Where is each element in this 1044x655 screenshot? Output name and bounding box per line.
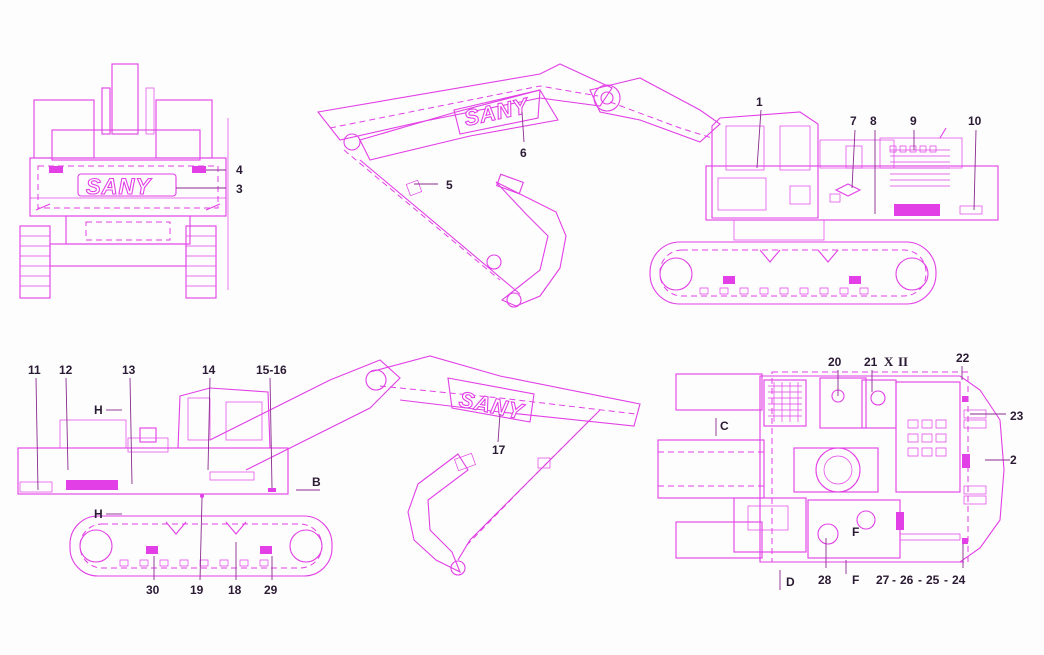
callout-17: 17 xyxy=(492,443,506,457)
view-label-ii: II xyxy=(898,354,908,369)
view-f-inside: F xyxy=(852,525,859,539)
callout-30: 30 xyxy=(146,583,160,597)
leader-lines xyxy=(35,109,1010,590)
callout-23: 23 xyxy=(1010,409,1024,423)
front-sany-logo: SANY xyxy=(86,174,152,199)
view-c: C xyxy=(720,419,729,433)
front-view: SANY xyxy=(19,63,229,299)
callout-13: 13 xyxy=(122,363,136,377)
callout-2: 2 xyxy=(1010,453,1017,467)
callout-9: 9 xyxy=(910,114,917,128)
side-view-left: SANY xyxy=(17,355,641,577)
section-h-top: H xyxy=(94,403,103,417)
view-b: B xyxy=(312,475,321,489)
view-d: D xyxy=(786,575,795,589)
callout-10: 10 xyxy=(968,114,982,128)
callout-7: 7 xyxy=(850,114,857,128)
callout-21: 21 xyxy=(864,355,878,369)
callout-28: 28 xyxy=(818,573,832,587)
top-view xyxy=(657,371,1005,563)
callout-6: 6 xyxy=(520,146,527,160)
callout-29: 29 xyxy=(264,583,278,597)
section-h-bottom: H xyxy=(94,507,103,521)
callout-22: 22 xyxy=(956,351,970,365)
dash-separator: - xyxy=(944,573,948,587)
callout-18: 18 xyxy=(228,583,242,597)
callout-12: 12 xyxy=(59,363,73,377)
callout-4: 4 xyxy=(236,163,243,177)
callout-26: 26 xyxy=(900,573,914,587)
callout-1: 1 xyxy=(756,95,763,109)
callout-14: 14 xyxy=(202,363,216,377)
dash-separator: - xyxy=(918,573,922,587)
callout-15-16: 15-16 xyxy=(256,363,287,377)
view-label-x: X xyxy=(884,354,894,369)
callout-25: 25 xyxy=(926,573,940,587)
callout-24: 24 xyxy=(952,573,966,587)
callout-8: 8 xyxy=(870,114,877,128)
callout-3: 3 xyxy=(236,182,243,196)
callout-11: 11 xyxy=(28,363,41,377)
view-f-below: F xyxy=(852,573,859,587)
dash-separator: - xyxy=(892,573,896,587)
lower-arm-sany-logo: SANY xyxy=(457,386,527,424)
callout-27: 27 xyxy=(876,573,890,587)
callout-20: 20 xyxy=(828,355,842,369)
callout-5: 5 xyxy=(446,178,453,192)
side-view-right: SANY xyxy=(316,63,999,308)
arm-sany-logo: SANY xyxy=(462,93,532,131)
callout-numbers: 1 2 3 4 5 6 7 8 9 10 11 12 13 14 15-16 1… xyxy=(28,95,1024,597)
callout-19: 19 xyxy=(190,583,204,597)
